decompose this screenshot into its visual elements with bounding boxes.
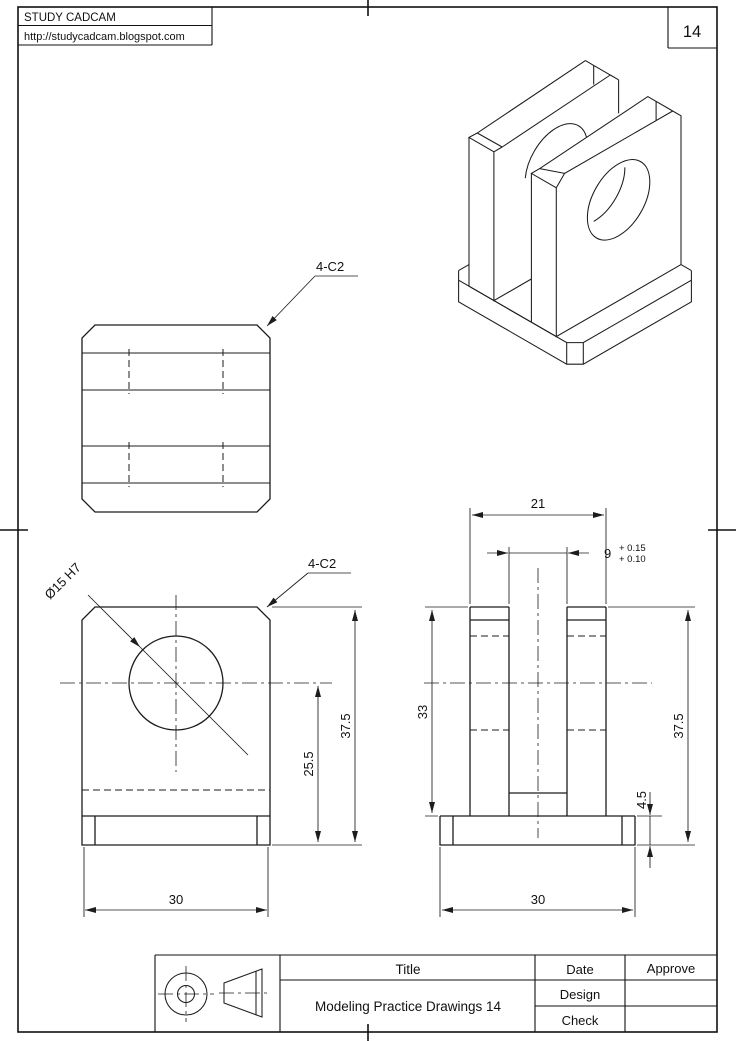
iso-hole-depth-arc <box>593 167 626 222</box>
side-view-outline <box>439 606 636 846</box>
dim-slot-tolerance-lower: + 0.10 <box>619 554 646 565</box>
date-label: Date <box>566 962 593 977</box>
isometric-view <box>458 60 692 365</box>
dim-upright-height: 33 <box>415 705 430 719</box>
front-view-dimensions: 37.5 25.5 30 <box>83 606 362 917</box>
title-label: Title <box>395 962 420 977</box>
company-header-lines <box>18 7 213 46</box>
top-view <box>81 324 271 513</box>
projection-symbol-crosshair <box>158 966 214 1022</box>
iso-back-plate-lines <box>467 60 620 323</box>
dim-side-base-width: 30 <box>531 892 545 907</box>
drawing-title: Modeling Practice Drawings 14 <box>315 999 502 1014</box>
company-name: STUDY CADCAM <box>24 12 116 24</box>
leader-line <box>266 275 316 327</box>
front-view-chamfer-callout: 4-C2 <box>266 556 351 608</box>
side-view <box>424 568 652 846</box>
projection-symbol-cone <box>223 968 263 1018</box>
dim-side-total-height: 37.5 <box>671 713 686 738</box>
iso-base-lines <box>458 264 692 365</box>
front-view <box>60 595 332 846</box>
side-view-centerlines <box>424 568 652 838</box>
dim-slot-width: 9 <box>604 546 611 561</box>
title-block: Title Modeling Practice Drawings 14 Date… <box>154 954 717 1032</box>
projection-symbol <box>158 966 267 1022</box>
dim-front-height: 37.5 <box>338 713 353 738</box>
top-view-outline <box>81 324 271 513</box>
side-view-dimensions: 21 9 + 0.15 + 0.10 33 37.5 4.5 30 <box>415 496 695 917</box>
iso-front-plate-lines <box>530 95 682 338</box>
approve-label: Approve <box>647 961 695 976</box>
check-label: Check <box>562 1013 599 1028</box>
dim-side-outer-width: 21 <box>531 496 545 511</box>
front-view-outline <box>81 606 271 846</box>
dim-front-width: 30 <box>169 892 183 907</box>
top-view-chamfer-label: 4-C2 <box>316 259 344 274</box>
hole-diameter-label: Ø15 H7 <box>42 560 84 602</box>
extension-lines <box>83 606 362 917</box>
iso-hole-front <box>586 159 651 241</box>
dim-base-height: 4.5 <box>634 791 649 809</box>
dim-slot-tolerance-upper: + 0.15 <box>619 543 646 554</box>
company-url: http://studycadcam.blogspot.com <box>24 31 185 43</box>
company-header-box: STUDY CADCAM http://studycadcam.blogspot… <box>18 7 213 46</box>
title-block-grid <box>154 954 717 1032</box>
border-frame <box>17 6 718 1033</box>
top-view-chamfer-callout: 4-C2 <box>266 259 358 327</box>
iso-hole-back-plate-arc <box>524 123 588 179</box>
front-view-centerlines <box>60 595 332 772</box>
top-view-hidden-hole-lines <box>128 349 224 487</box>
extension-lines <box>425 508 695 917</box>
hole-diameter-callout: Ø15 H7 <box>42 560 249 756</box>
design-label: Design <box>560 987 600 1002</box>
leader-line <box>266 572 309 608</box>
leader-extension <box>139 646 249 756</box>
top-view-plate-edges <box>82 352 270 484</box>
leader-line <box>87 594 141 648</box>
dim-hole-center-height: 25.5 <box>301 751 316 776</box>
front-view-chamfer-label: 4-C2 <box>308 556 336 571</box>
page-number: 14 <box>683 23 701 41</box>
page-number-box: 14 <box>667 7 717 49</box>
page-number-lines <box>667 7 717 49</box>
